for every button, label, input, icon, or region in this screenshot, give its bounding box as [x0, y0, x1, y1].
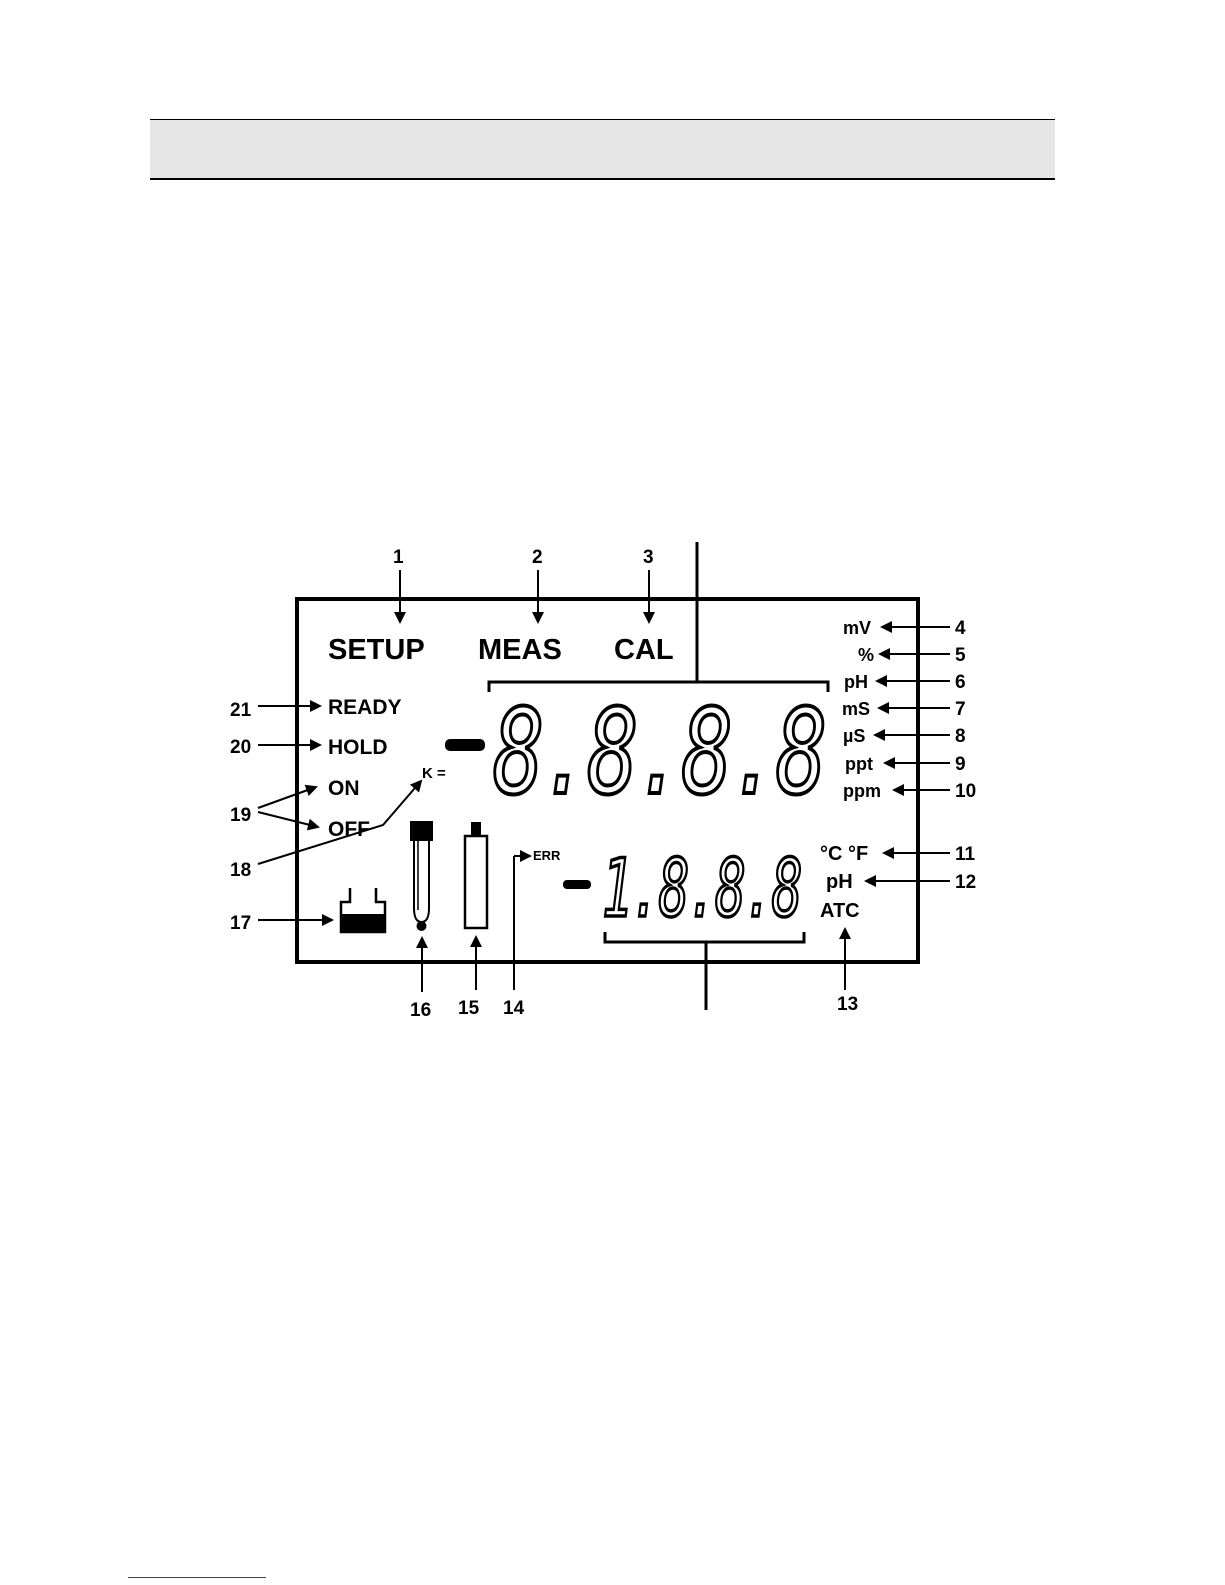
secondary-readout: 1.8.8.8: [602, 842, 800, 935]
callout-19: 19: [230, 805, 251, 826]
callout-9: 9: [955, 754, 966, 775]
electrode-icon: [410, 821, 433, 931]
callout-5: 5: [955, 645, 966, 666]
callout-16: 16: [410, 1000, 431, 1021]
unit-mv: mV: [843, 618, 871, 638]
callout-3: 3: [643, 547, 654, 568]
callout-10: 10: [955, 781, 976, 802]
sensor-probe-icon: [465, 822, 487, 928]
callout-11: 11: [955, 844, 976, 865]
unit-ms: mS: [842, 699, 870, 719]
unit-percent: %: [858, 645, 874, 665]
off-indicator: OFF: [328, 818, 370, 841]
callout-4: 4: [955, 618, 966, 639]
callout-21: 21: [230, 700, 252, 721]
callout-20: 20: [230, 737, 251, 758]
secondary-minus-sign: [563, 880, 591, 889]
temp-unit-indicator: °C °F: [820, 843, 868, 865]
setup-indicator: SETUP: [328, 634, 425, 666]
callout-14: 14: [503, 998, 525, 1019]
callout-2: 2: [532, 547, 543, 568]
k-constant-indicator: K =: [422, 765, 446, 782]
callout-7: 7: [955, 699, 966, 720]
unit-ppm: ppm: [843, 781, 881, 801]
atc-indicator: ATC: [820, 900, 860, 922]
unit-us: µS: [843, 726, 865, 746]
arrow-19-on: [258, 787, 316, 808]
callout-6: 6: [955, 672, 966, 693]
primary-readout: 8.8.8.8: [493, 683, 823, 821]
callout-18: 18: [230, 860, 251, 881]
hold-indicator: HOLD: [328, 736, 388, 759]
ready-indicator: READY: [328, 696, 402, 719]
secondary-ph-indicator: pH: [826, 871, 853, 893]
footnote-rule: [128, 1577, 266, 1578]
on-indicator: ON: [328, 777, 360, 800]
primary-minus-sign: [445, 739, 485, 751]
callout-12: 12: [955, 872, 976, 893]
callout-17: 17: [230, 913, 251, 934]
arrow-19-off: [258, 812, 318, 827]
callout-8: 8: [955, 726, 966, 747]
meas-indicator: MEAS: [478, 634, 562, 666]
beaker-icon: [341, 888, 385, 932]
unit-ppt: ppt: [845, 754, 873, 774]
cal-indicator: CAL: [614, 634, 674, 666]
callout-15: 15: [458, 998, 480, 1019]
callout-13: 13: [837, 994, 858, 1015]
err-indicator: ERR: [533, 848, 561, 863]
unit-ph: pH: [844, 672, 868, 692]
callout-1: 1: [393, 547, 404, 568]
